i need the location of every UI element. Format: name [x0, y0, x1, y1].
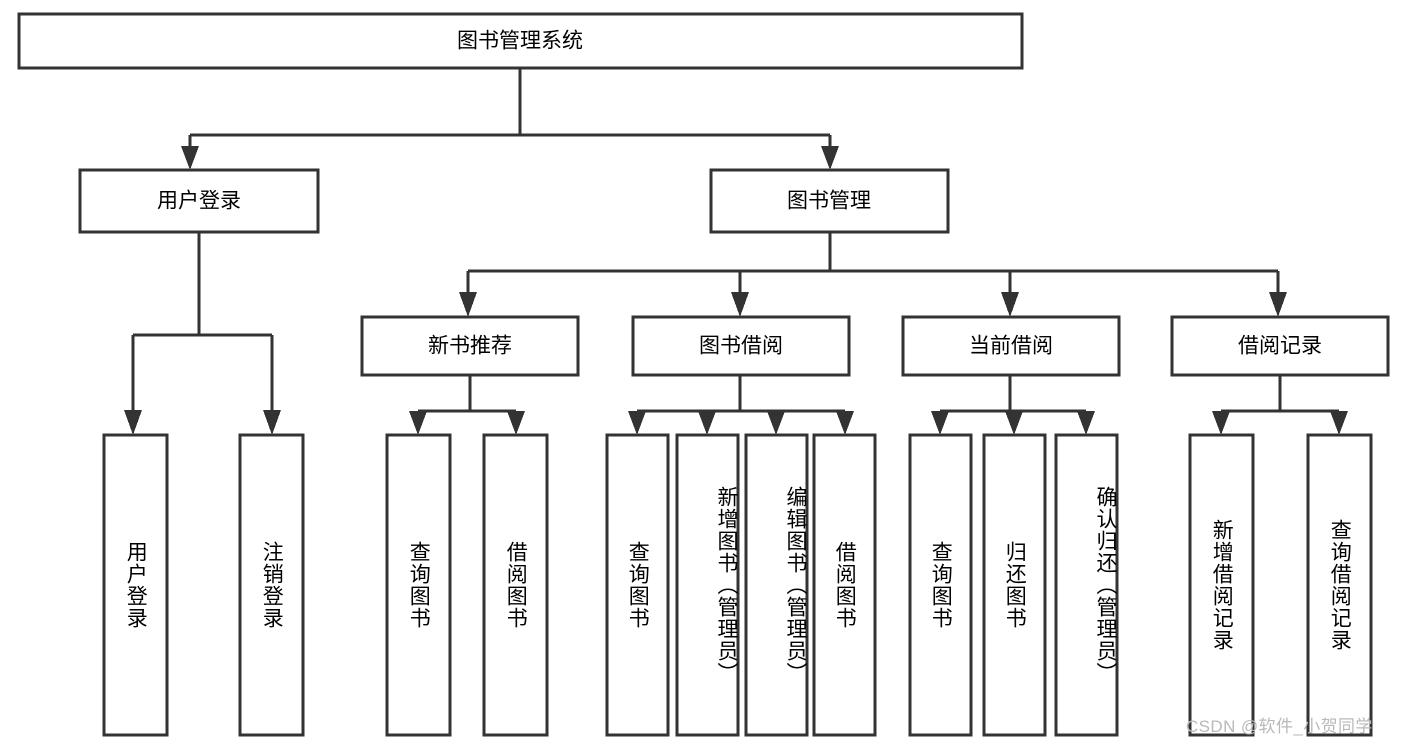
arrow-to-book-management	[821, 146, 839, 170]
node-box-leaf-borrow-book-rec[interactable]	[482, 433, 549, 737]
arrow-to-leaf-add-record	[1212, 411, 1230, 435]
node-label-borrow-record: 借阅记录	[1238, 335, 1322, 358]
csdn-watermark: CSDN @软件_小贺同学	[1186, 717, 1373, 736]
arrow-to-leaf-query-book-borrow	[628, 411, 646, 435]
arrow-to-user-login	[181, 146, 199, 170]
node-box-book-management[interactable]	[709, 168, 950, 234]
arrow-to-leaf-borrow-book-rec	[507, 411, 525, 435]
node-box-leaf-add-book[interactable]	[675, 433, 740, 737]
connector-borrow-record-to-leaves	[1212, 375, 1348, 435]
connector-book-borrow-to-leaves	[628, 375, 854, 435]
node-box-leaf-query-record[interactable]	[1306, 433, 1373, 737]
arrow-to-leaf-add-book	[698, 411, 716, 435]
arrow-to-book-borrow	[731, 292, 749, 317]
node-box-borrow-record[interactable]	[1170, 315, 1390, 377]
node-box-book-borrow[interactable]	[631, 315, 851, 377]
arrow-to-current-borrow	[1001, 292, 1019, 317]
arrow-to-leaf-user-logout	[263, 410, 281, 435]
node-box-leaf-user-logout[interactable]	[238, 433, 305, 737]
arrow-to-borrow-record	[1269, 292, 1287, 317]
node-label-current-borrow: 当前借阅	[969, 335, 1053, 358]
node-box-leaf-query-book-borrow[interactable]	[605, 433, 670, 737]
node-box-leaf-return-book[interactable]	[982, 433, 1047, 737]
arrow-to-new-book-recommend	[459, 292, 477, 317]
connector-user-login-to-leaves	[124, 232, 281, 435]
arrow-to-leaf-return-book	[1005, 411, 1023, 435]
node-box-leaf-edit-book[interactable]	[744, 433, 809, 737]
node-box-leaf-borrow-book[interactable]	[812, 433, 877, 737]
node-box-current-borrow[interactable]	[901, 315, 1121, 377]
node-box-leaf-query-book-current[interactable]	[908, 433, 973, 737]
arrow-to-leaf-edit-book	[767, 411, 785, 435]
connector-management-to-level3	[459, 232, 1287, 317]
arrow-to-leaf-user-login	[124, 410, 142, 435]
connector-current-borrow-to-leaves	[931, 375, 1095, 435]
node-label-book-management: 图书管理	[787, 190, 871, 213]
node-box-leaf-confirm-return[interactable]	[1054, 433, 1119, 737]
node-box-leaf-add-record[interactable]	[1188, 433, 1255, 737]
arrow-to-leaf-borrow-book	[836, 411, 854, 435]
connector-root-to-level2	[181, 68, 839, 170]
node-label-user-login: 用户登录	[157, 190, 241, 213]
node-label-new-book-recommend: 新书推荐	[428, 335, 512, 358]
node-box-leaf-user-login[interactable]	[102, 433, 169, 737]
arrow-to-leaf-confirm-return	[1077, 411, 1095, 435]
arrow-to-leaf-query-book-current	[931, 411, 949, 435]
node-box-user-login[interactable]	[78, 168, 320, 234]
node-box-leaf-query-book-rec[interactable]	[385, 433, 452, 737]
arrow-to-leaf-query-record	[1330, 411, 1348, 435]
node-label-book-borrow: 图书借阅	[699, 335, 783, 358]
node-box-root[interactable]	[17, 12, 1024, 70]
node-box-new-book-recommend[interactable]	[360, 315, 580, 377]
arrow-to-leaf-query-book-rec	[409, 411, 427, 435]
node-label-root: 图书管理系统	[457, 30, 583, 53]
connector-new-book-recommend-to-leaves	[409, 375, 525, 435]
